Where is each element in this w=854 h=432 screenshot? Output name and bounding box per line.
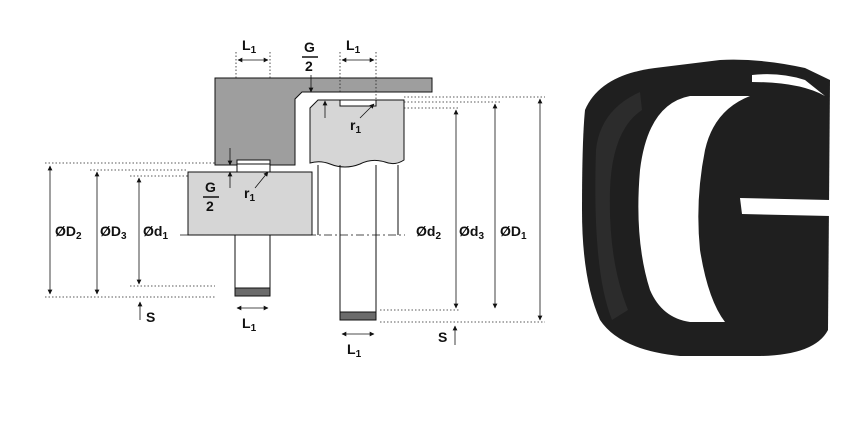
label-r1-lower: r1 (244, 185, 255, 204)
label-L1-bottom-right: L1 (347, 341, 362, 360)
leader-r1-lower (254, 171, 269, 189)
guide-ring-left-bottom (234, 287, 271, 297)
label-L1-top-right: L1 (346, 37, 361, 56)
label-d2: Ød2 (416, 223, 441, 242)
guide-ring-right-bottom (339, 311, 377, 321)
label-S-right: S (438, 329, 447, 345)
rod-stub-left (234, 234, 271, 291)
rod-body (309, 99, 405, 168)
label-d1: Ød1 (143, 223, 168, 242)
label-G-top: G (304, 39, 315, 55)
label-2-lower: 2 (206, 198, 214, 214)
label-2-top: 2 (305, 58, 313, 74)
label-r1-upper: r1 (350, 117, 361, 136)
label-S-left: S (146, 309, 155, 325)
label-D3: ØD3 (100, 223, 127, 242)
label-d3: Ød3 (459, 223, 484, 242)
label-D2: ØD2 (55, 223, 82, 242)
label-D1: ØD1 (500, 223, 527, 242)
label-L1-bottom-left: L1 (242, 315, 257, 334)
leader-r1-upper (359, 103, 375, 119)
rod-groove (339, 99, 377, 107)
label-G-lower: G (205, 179, 216, 195)
guide-ring-photo (582, 59, 830, 357)
guide-ring-left-top (236, 163, 271, 173)
housing-body (214, 77, 433, 166)
label-L1-top-left: L1 (242, 37, 257, 56)
